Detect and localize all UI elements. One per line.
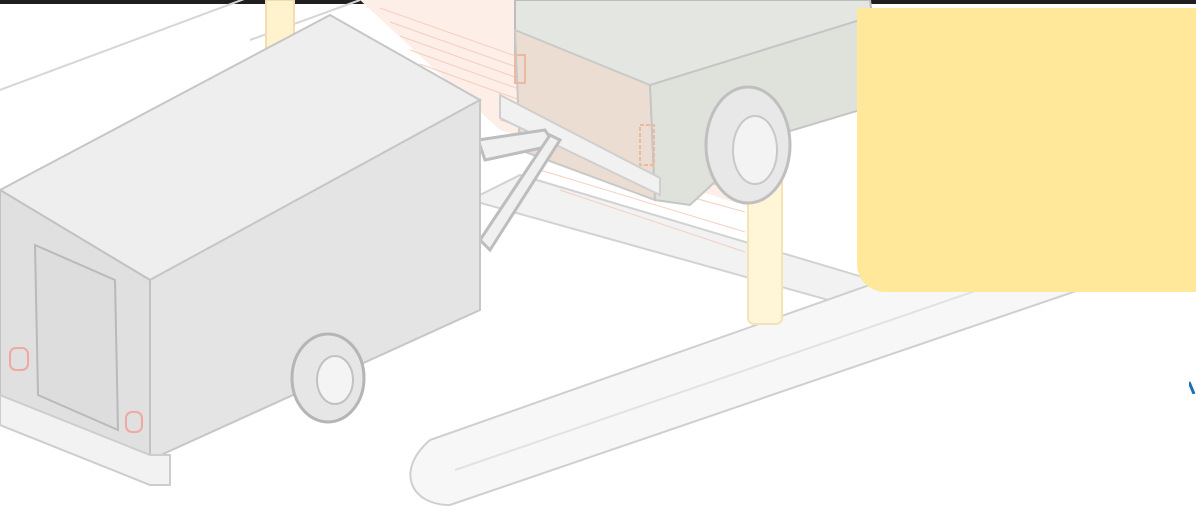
car [500, 0, 880, 205]
trailer-wheel-hub [317, 356, 353, 404]
trailer [0, 15, 480, 485]
edge-glyph-stroke [1189, 382, 1194, 394]
car-wheel-hub [733, 116, 777, 184]
callout-panel [857, 8, 1196, 292]
edge-glyph-icon [1189, 370, 1196, 394]
